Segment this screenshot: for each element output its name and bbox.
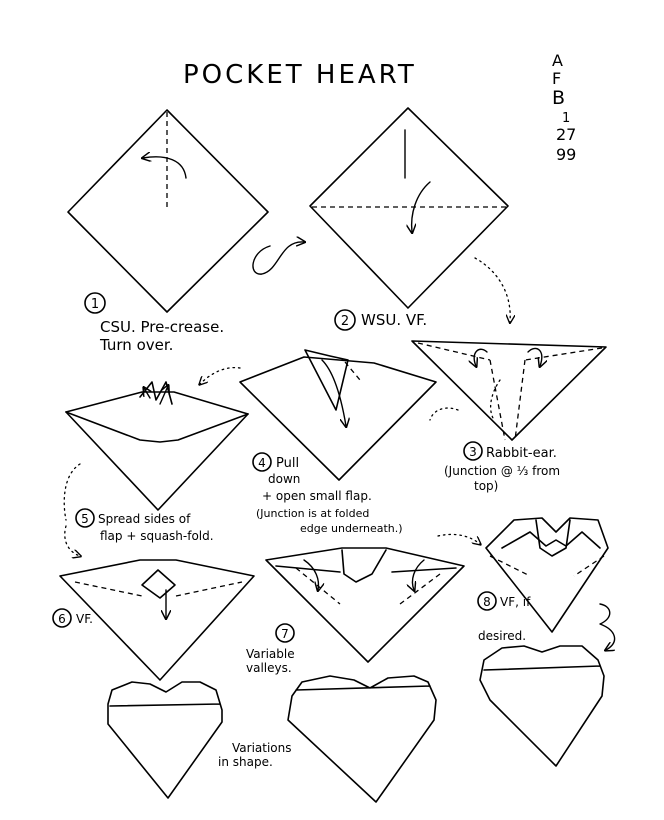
svg-text:desired.: desired. bbox=[478, 629, 526, 643]
step-5-badge: 5 bbox=[75, 508, 95, 528]
svg-text:2: 2 bbox=[341, 314, 349, 329]
step-3-text: Rabbit-ear. (Junction @ ⅓ from top) bbox=[444, 446, 560, 493]
date-note: 1 27 99 bbox=[556, 111, 576, 164]
svg-text:Variable: Variable bbox=[246, 647, 295, 661]
svg-text:F: F bbox=[552, 69, 561, 88]
step-8-text: VF, if desired. bbox=[478, 595, 531, 643]
step-1-badge: 1 bbox=[84, 292, 106, 314]
svg-text:+ open small flap.: + open small flap. bbox=[262, 489, 372, 503]
step-7-diagram bbox=[265, 547, 465, 663]
step-8-badge: 8 bbox=[477, 591, 497, 611]
step-6-diagram bbox=[59, 559, 255, 681]
svg-text:VF.: VF. bbox=[76, 612, 93, 626]
step-1-text: CSU. Pre-crease. Turn over. bbox=[99, 318, 224, 354]
page-title: POCKET HEART bbox=[183, 60, 417, 90]
svg-text:Variations: Variations bbox=[232, 741, 292, 755]
step-1-diagram bbox=[67, 109, 269, 313]
heart-variation-3 bbox=[479, 645, 605, 767]
heart-variation-2 bbox=[287, 675, 437, 803]
step-2-text: WSU. VF. bbox=[361, 311, 427, 329]
step-7-badge: 7 bbox=[275, 623, 295, 643]
step-2-diagram bbox=[309, 107, 509, 309]
svg-text:5: 5 bbox=[81, 512, 89, 526]
author-initials: A F B bbox=[552, 51, 565, 109]
svg-text:Spread sides of: Spread sides of bbox=[98, 512, 191, 526]
svg-text:valleys.: valleys. bbox=[246, 661, 292, 675]
svg-text:27: 27 bbox=[556, 125, 576, 144]
step-4-badge: 4 bbox=[252, 452, 272, 472]
step-4-diagram bbox=[239, 349, 437, 481]
svg-text:flap + squash-fold.: flap + squash-fold. bbox=[100, 529, 214, 543]
step-3-badge: 3 bbox=[463, 441, 483, 461]
svg-text:down: down bbox=[268, 472, 300, 486]
svg-text:4: 4 bbox=[258, 456, 266, 470]
step-6-badge: 6 bbox=[52, 608, 72, 628]
svg-text:Rabbit-ear.: Rabbit-ear. bbox=[486, 446, 557, 461]
svg-text:VF, if: VF, if bbox=[500, 595, 531, 609]
step-3-diagram bbox=[411, 340, 607, 441]
turn-over-icon bbox=[252, 242, 304, 275]
svg-text:1: 1 bbox=[91, 297, 99, 312]
step-5-text: Spread sides of flap + squash-fold. bbox=[98, 512, 214, 543]
svg-text:edge underneath.): edge underneath.) bbox=[300, 522, 403, 535]
svg-text:CSU. Pre-crease.: CSU. Pre-crease. bbox=[100, 318, 224, 336]
svg-text:A: A bbox=[552, 51, 563, 70]
heart-variation-1 bbox=[107, 681, 223, 799]
svg-text:in shape.: in shape. bbox=[218, 755, 273, 769]
svg-text:99: 99 bbox=[556, 145, 576, 164]
svg-text:(Junction @ ⅓ from: (Junction @ ⅓ from bbox=[444, 464, 560, 478]
svg-text:Turn over.: Turn over. bbox=[99, 336, 173, 354]
step-4-text: Pull down + open small flap. (Junction i… bbox=[256, 456, 403, 535]
svg-text:1: 1 bbox=[562, 111, 570, 126]
step-6-text: VF. bbox=[76, 612, 93, 626]
svg-text:3: 3 bbox=[469, 445, 477, 459]
step-8-diagram bbox=[485, 517, 609, 633]
svg-text:8: 8 bbox=[483, 595, 491, 609]
svg-text:Pull: Pull bbox=[276, 456, 299, 471]
variations-note: Variations in shape. bbox=[218, 741, 292, 769]
svg-text:(Junction is at folded: (Junction is at folded bbox=[256, 507, 369, 520]
svg-text:7: 7 bbox=[281, 627, 289, 641]
step-2-badge: 2 bbox=[334, 309, 356, 331]
svg-text:top): top) bbox=[474, 479, 498, 493]
svg-text:WSU. VF.: WSU. VF. bbox=[361, 311, 427, 329]
svg-text:6: 6 bbox=[58, 612, 66, 626]
step-5-diagram bbox=[65, 381, 249, 511]
step-7-text: Variable valleys. bbox=[246, 647, 295, 675]
svg-text:B: B bbox=[552, 87, 565, 109]
